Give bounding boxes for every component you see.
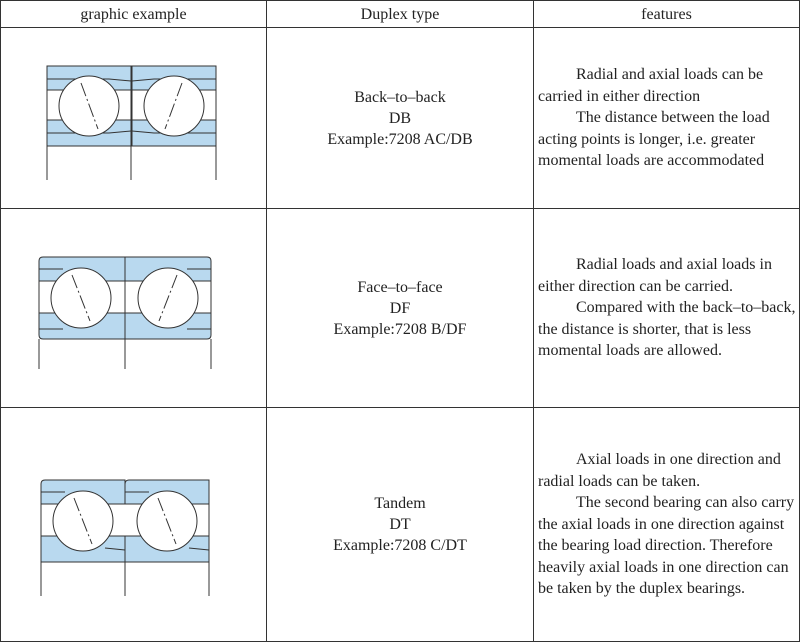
type-example: Example:7208 B/DF — [333, 320, 467, 338]
back-to-back-bearing-pair-icon — [46, 65, 217, 180]
type-code: DF — [389, 299, 411, 317]
feature-text: The distance between the load acting poi… — [538, 109, 770, 170]
feature-text: The second bearing can also carry the ax… — [538, 494, 795, 598]
feature-text: Radial and axial loads can be carried in… — [538, 66, 764, 105]
type-name: Tandem — [374, 495, 426, 512]
feature-text: Compared with the back–to–back, the dist… — [538, 299, 796, 360]
type-name: Back–to–back — [354, 88, 446, 106]
face-to-face-bearing-pair-icon — [38, 256, 212, 369]
feature-text: Axial loads in one direction and radial … — [538, 451, 781, 490]
feature-text: Radial loads and axial loads in either d… — [538, 256, 772, 295]
features-cell-db: Radial and axial loads can be carried in… — [534, 28, 800, 209]
type-code: DT — [389, 516, 411, 533]
type-cell-df: Face–to–face DF Example:7208 B/DF — [267, 209, 534, 408]
header-features: features — [534, 1, 800, 28]
header-graphic-example: graphic example — [1, 1, 267, 28]
type-cell-dt: Tandem DT Example:7208 C/DT — [267, 408, 534, 642]
features-cell-dt: Axial loads in one direction and radial … — [534, 408, 800, 642]
type-cell-db: Back–to–back DB Example:7208 AC/DB — [267, 28, 534, 209]
features-cell-df: Radial loads and axial loads in either d… — [534, 209, 800, 408]
graphic-cell-db — [1, 28, 267, 209]
type-example: Example:7208 AC/DB — [327, 130, 473, 148]
type-example: Example:7208 C/DT — [333, 537, 467, 554]
type-name: Face–to–face — [357, 278, 443, 296]
graphic-cell-df — [1, 209, 267, 408]
header-duplex-type: Duplex type — [267, 1, 534, 28]
tandem-bearing-pair-icon — [40, 479, 210, 596]
graphic-cell-dt — [1, 408, 267, 642]
type-code: DB — [388, 109, 412, 127]
